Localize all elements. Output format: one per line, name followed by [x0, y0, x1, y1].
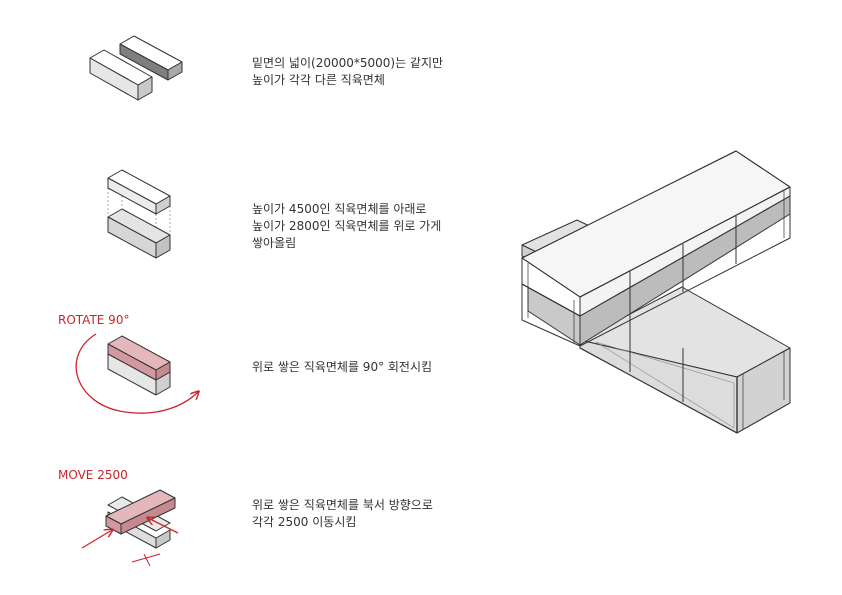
move-label: MOVE 2500 — [58, 468, 128, 482]
move-arrow-right — [148, 518, 179, 534]
step4-blocks — [81, 489, 179, 567]
step4-description: 위로 쌓은 직육면체를 북서 방향으로 각각 2500 이동시킴 — [252, 497, 433, 531]
step4-line2: 각각 2500 이동시킴 — [252, 515, 357, 529]
step2-blocks — [107, 169, 171, 259]
tall-prism — [89, 49, 153, 101]
base-prism — [107, 353, 171, 396]
step2-line3: 쌓아올림 — [252, 236, 297, 250]
step3-blocks — [75, 333, 198, 414]
rotated-prism — [107, 335, 171, 381]
rotate-arrow — [75, 333, 198, 414]
step2-line1: 높이가 4500인 직육면체를 아래로 — [252, 202, 427, 216]
step2-line2: 높이가 2800인 직육면체를 위로 가게 — [252, 219, 442, 233]
moved-prism — [105, 489, 176, 535]
bottom-prism — [107, 208, 171, 259]
upper-long-box — [521, 150, 791, 347]
short-prism — [119, 35, 183, 81]
result-structure — [521, 150, 791, 434]
move-arrow-left — [81, 530, 112, 549]
rotate-label: ROTATE 90° — [58, 313, 130, 327]
step1-blocks — [89, 35, 183, 101]
step1-line2: 높이가 각각 다른 직육면체 — [252, 73, 385, 87]
step1-description: 밑면의 넓이(20000*5000)는 같지만 높이가 각각 다른 직육면체 — [252, 55, 443, 89]
step1-line1: 밑면의 넓이(20000*5000)는 같지만 — [252, 56, 444, 70]
step4-line1: 위로 쌓은 직육면체를 북서 방향으로 — [252, 498, 433, 512]
step2-description: 높이가 4500인 직육면체를 아래로 높이가 2800인 직육면체를 위로 가… — [252, 201, 441, 252]
step3-description: 위로 쌓은 직육면체를 90° 회전시킴 — [252, 359, 432, 376]
step3-line1: 위로 쌓은 직육면체를 90° 회전시킴 — [252, 360, 433, 374]
top-prism — [107, 169, 171, 215]
move-dimension-tick — [143, 553, 151, 567]
